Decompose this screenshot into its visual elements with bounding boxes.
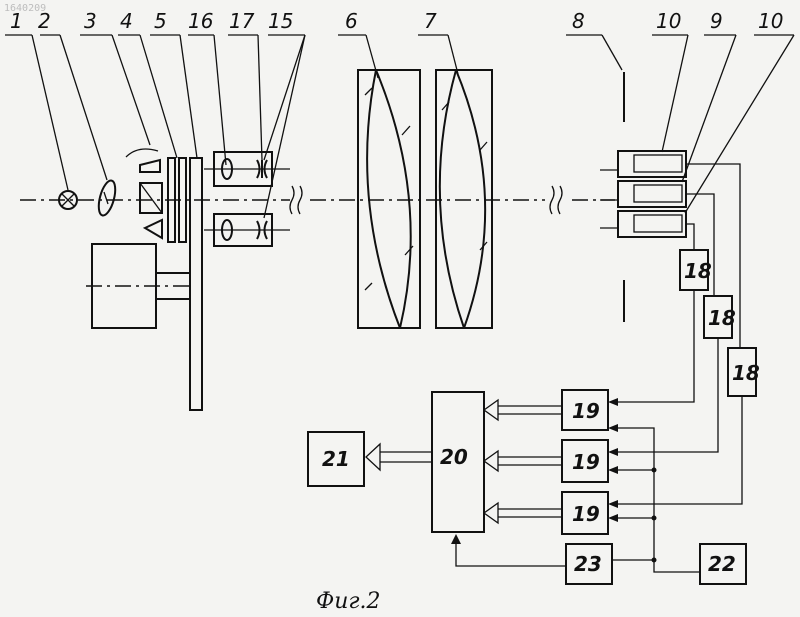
- display-block-label: 21: [322, 447, 350, 471]
- figure-caption: Фиг.2: [316, 589, 381, 614]
- label-10-right: 10: [758, 9, 783, 33]
- label-9: 9: [710, 9, 723, 33]
- amplifier-2-label: 18: [708, 306, 736, 330]
- amplifier-1-label: 18: [684, 259, 712, 283]
- comparator-3-label: 19: [572, 502, 600, 526]
- label-6: 6: [345, 9, 358, 33]
- label-8: 8: [572, 9, 585, 33]
- label-4: 4: [120, 9, 133, 33]
- micro-optics: [204, 152, 290, 246]
- label-10-top: 10: [656, 9, 681, 33]
- leader-lines: [5, 35, 794, 218]
- control-block-label: 23: [574, 552, 602, 576]
- reference-block-label: 22: [708, 552, 736, 576]
- label-2: 2: [38, 9, 51, 33]
- prism-assembly: [126, 149, 162, 238]
- objective-lens-6: [358, 70, 420, 328]
- condenser-lens: [96, 179, 119, 217]
- part-numbers: 1 2 3 4 5 16 17 15 6 7 8 10 9 10: [10, 9, 783, 33]
- scale: [179, 158, 202, 410]
- label-3: 3: [84, 9, 97, 33]
- comparator-1-label: 19: [572, 399, 600, 423]
- label-16: 16: [188, 9, 213, 33]
- control-line: [456, 542, 566, 566]
- processor-block-label: 20: [440, 445, 468, 469]
- comparators: 19 19 19: [562, 390, 608, 534]
- motor-block: [86, 244, 190, 328]
- amplifiers: 18 18 18: [680, 250, 760, 396]
- label-5: 5: [154, 9, 167, 33]
- objective-lens-7: [436, 70, 492, 328]
- label-15: 15: [268, 9, 293, 33]
- label-7: 7: [424, 9, 437, 33]
- label-1: 1: [10, 9, 23, 33]
- comparator-2-label: 19: [572, 450, 600, 474]
- label-17: 17: [229, 9, 255, 33]
- amplifier-3-label: 18: [732, 361, 760, 385]
- signal-wiring: [608, 290, 742, 572]
